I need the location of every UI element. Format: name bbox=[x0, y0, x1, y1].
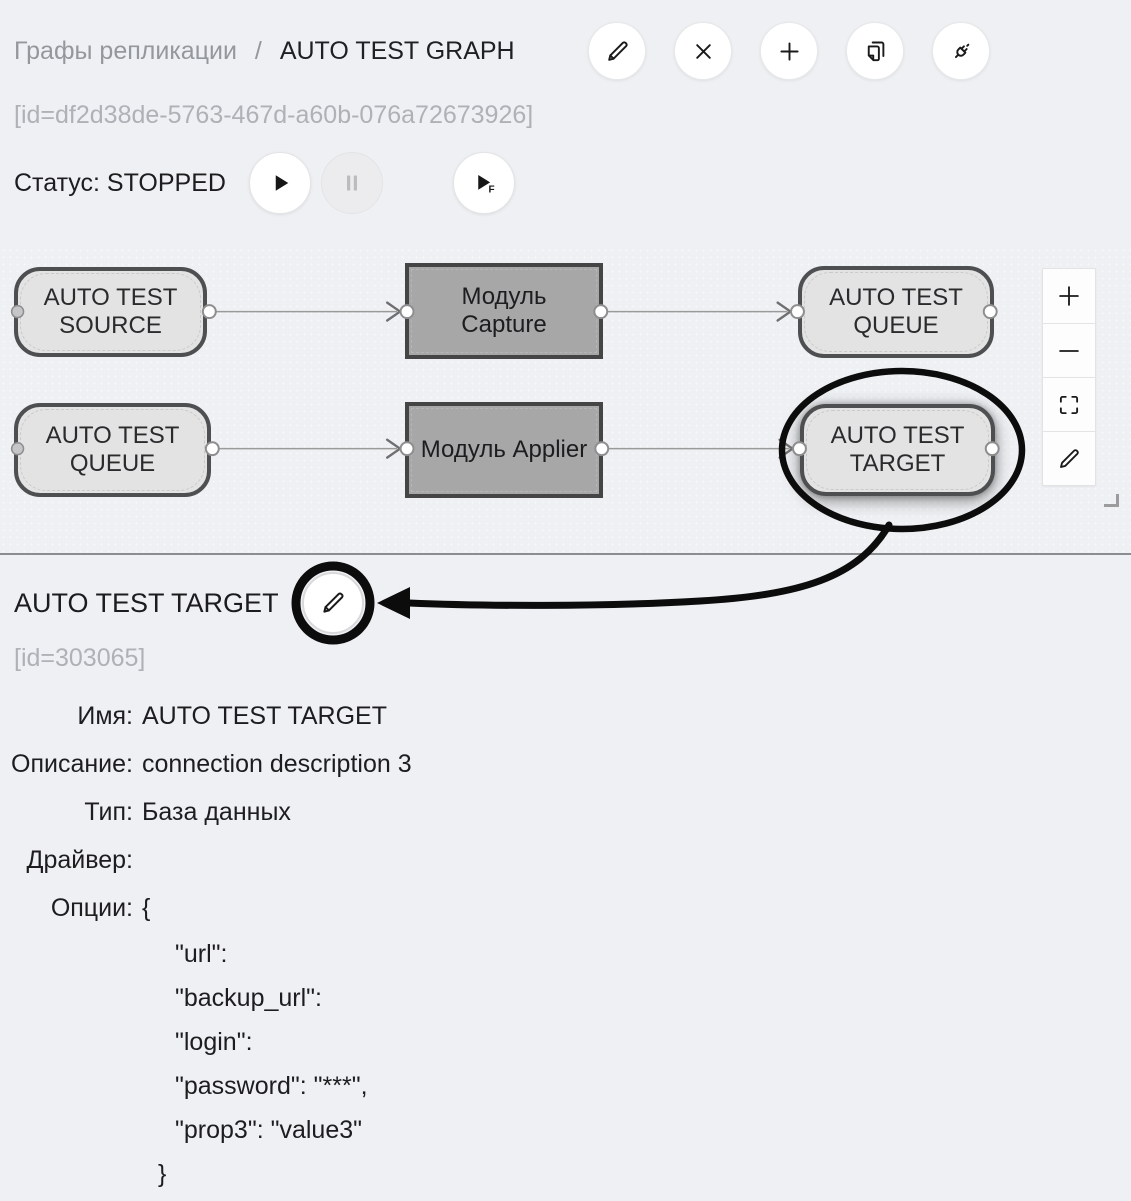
field-value: База данных bbox=[142, 797, 291, 826]
graph-actions-toolbar bbox=[588, 22, 990, 80]
options-line: "url": bbox=[175, 939, 228, 968]
arrowhead-icon bbox=[776, 301, 792, 322]
edit-graph-button[interactable] bbox=[588, 22, 646, 80]
close-icon bbox=[695, 43, 711, 59]
breadcrumb-separator: / bbox=[254, 36, 262, 65]
plus-icon bbox=[1059, 286, 1079, 306]
options-line: "password": "***", bbox=[175, 1071, 368, 1100]
detail-row-driver: Драйвер: bbox=[0, 836, 1131, 884]
node-label: AUTO TEST QUEUE bbox=[45, 422, 180, 477]
zoom-out-button[interactable] bbox=[1043, 323, 1095, 377]
connections-button[interactable] bbox=[932, 22, 990, 80]
options-line: "backup_url": bbox=[175, 983, 322, 1012]
field-value: connection description 3 bbox=[142, 749, 412, 778]
node-label: AUTO TEST TARGET bbox=[830, 422, 965, 477]
node-label: AUTO TEST QUEUE bbox=[829, 284, 963, 339]
arrowhead-icon bbox=[385, 301, 402, 322]
field-label: Описание: bbox=[11, 749, 133, 778]
options-open-brace: { bbox=[142, 893, 151, 922]
copy-icon bbox=[867, 41, 884, 61]
connection-details: Имя: AUTO TEST TARGET Описание: connecti… bbox=[0, 692, 1131, 1196]
connection-id: [id=303065] bbox=[14, 644, 146, 672]
options-close-brace: } bbox=[158, 1159, 167, 1188]
arrowhead-icon bbox=[385, 438, 402, 459]
copy-graph-button[interactable] bbox=[846, 22, 904, 80]
canvas-toolbar bbox=[1042, 268, 1096, 486]
options-line: "login": bbox=[175, 1027, 253, 1056]
status-row: Статус: STOPPED F bbox=[14, 152, 515, 214]
node-label: Модуль Applier bbox=[420, 436, 588, 464]
field-label: Опции: bbox=[50, 893, 133, 922]
forced-suffix: F bbox=[488, 185, 494, 196]
zoom-in-button[interactable] bbox=[1043, 269, 1095, 323]
edit-connection-button[interactable] bbox=[302, 572, 364, 634]
breadcrumb: Графы репликации / AUTO TEST GRAPH bbox=[14, 20, 515, 82]
pencil-icon bbox=[1060, 448, 1079, 468]
detail-row-description: Описание: connection description 3 bbox=[0, 740, 1131, 788]
plug-icon bbox=[954, 43, 969, 58]
plus-icon bbox=[779, 41, 799, 61]
detail-row-name: Имя: AUTO TEST TARGET bbox=[0, 692, 1131, 740]
node-module-capture[interactable]: Модуль Capture bbox=[405, 263, 603, 359]
annotation-arrowhead bbox=[377, 587, 410, 619]
pause-icon bbox=[346, 175, 357, 191]
add-button[interactable] bbox=[760, 22, 818, 80]
fit-screen-icon bbox=[1059, 395, 1079, 414]
node-auto-test-source[interactable]: AUTO TEST SOURCE bbox=[14, 267, 207, 357]
node-label: AUTO TEST SOURCE bbox=[43, 284, 178, 339]
graph-canvas[interactable]: AUTO TEST SOURCE Модуль Capture AUTO TES… bbox=[0, 247, 1131, 555]
minus-icon bbox=[1059, 349, 1079, 352]
details-title: AUTO TEST TARGET bbox=[14, 587, 279, 618]
start-forced-button[interactable]: F bbox=[452, 152, 515, 214]
page-title: AUTO TEST GRAPH bbox=[279, 36, 515, 65]
pencil-icon bbox=[323, 592, 344, 613]
node-auto-test-target[interactable]: AUTO TEST TARGET bbox=[800, 404, 995, 496]
breadcrumb-parent-link[interactable]: Графы репликации bbox=[14, 36, 237, 65]
node-module-applier[interactable]: Модуль Applier bbox=[405, 402, 603, 498]
pencil-icon bbox=[607, 40, 628, 61]
node-auto-test-queue-top[interactable]: AUTO TEST QUEUE bbox=[798, 266, 994, 358]
play-icon bbox=[275, 175, 289, 191]
pause-button-disabled[interactable] bbox=[320, 152, 383, 214]
field-label: Имя: bbox=[77, 701, 133, 730]
field-label: Драйвер: bbox=[26, 845, 133, 874]
field-label: Тип: bbox=[84, 797, 133, 826]
field-value: AUTO TEST TARGET bbox=[142, 701, 387, 730]
node-auto-test-queue-bottom[interactable]: AUTO TEST QUEUE bbox=[14, 403, 211, 497]
detail-row-type: Тип: База данных bbox=[0, 788, 1131, 836]
status-label: Статус: STOPPED bbox=[14, 168, 226, 197]
start-button[interactable] bbox=[248, 152, 311, 214]
canvas-resize-handle[interactable] bbox=[1104, 494, 1119, 507]
arrowhead-icon bbox=[778, 438, 794, 459]
detail-row-options: Опции: { bbox=[0, 884, 1131, 932]
delete-graph-button[interactable] bbox=[674, 22, 732, 80]
edit-mode-button[interactable] bbox=[1043, 431, 1095, 485]
options-line: "prop3": "value3" bbox=[175, 1115, 362, 1144]
node-label: Модуль Capture bbox=[461, 283, 547, 338]
fit-screen-button[interactable] bbox=[1043, 377, 1095, 431]
play-forced-icon: F bbox=[478, 175, 495, 196]
graph-id: [id=df2d38de-5763-467d-a60b-076a72673926… bbox=[14, 101, 534, 129]
